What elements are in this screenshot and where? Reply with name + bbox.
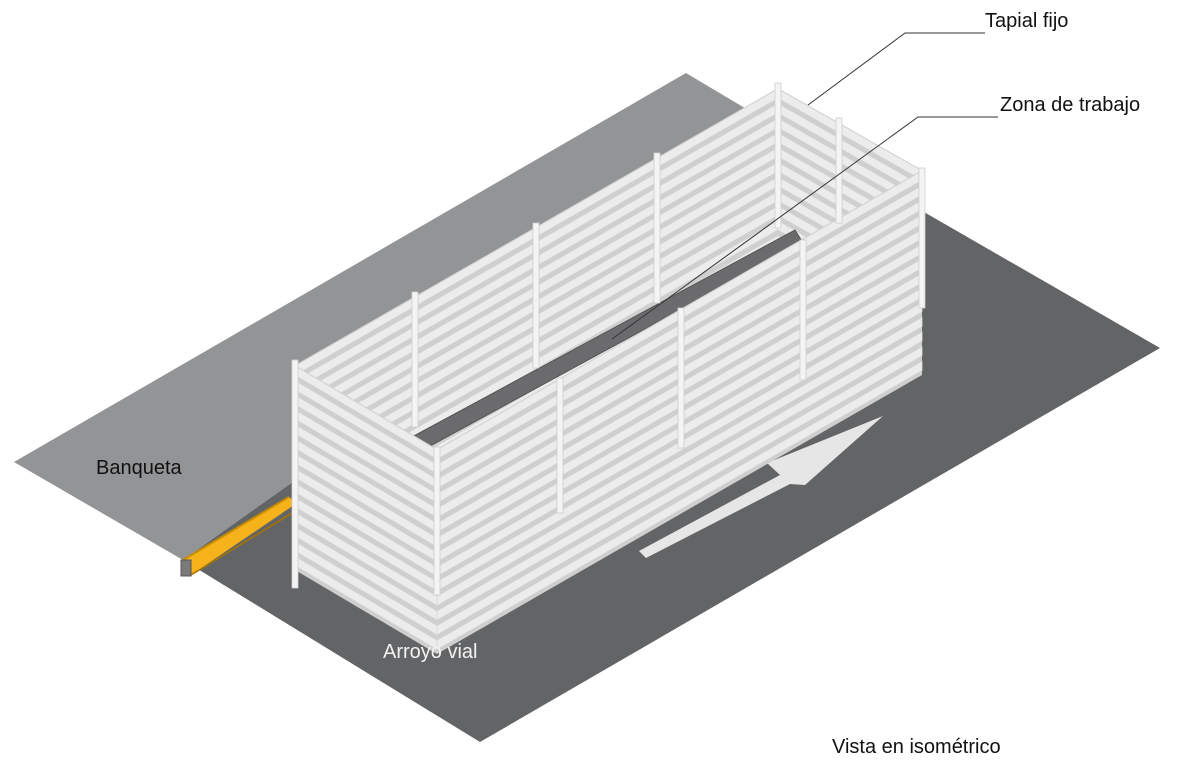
fence-post [918, 167, 926, 309]
fence-post [653, 152, 661, 304]
curb-end-cap [180, 559, 192, 577]
fence-post [799, 239, 807, 381]
fence-board [436, 316, 923, 607]
leader-line-tapial [807, 32, 985, 106]
label-zona-de-trabajo: Zona de trabajo [1000, 94, 1140, 116]
fence-board [436, 331, 923, 621]
traffic-direction-arrow-icon [639, 416, 883, 558]
fence-post [411, 291, 419, 428]
fence-left-wall [294, 365, 438, 654]
fence-post [532, 222, 540, 369]
fence-post [774, 82, 782, 229]
fence-post [835, 117, 843, 224]
fence-post [677, 307, 685, 449]
fence-post [291, 359, 299, 589]
label-vista-en-isometrico: Vista en isométrico [832, 736, 1001, 758]
label-arroyo-vial: Arroyo vial [383, 641, 477, 663]
fence-posts [291, 82, 926, 596]
curb-edge-lower [190, 509, 298, 576]
leader-line-zona [611, 116, 998, 340]
label-banqueta: Banqueta [96, 457, 183, 479]
fence-post [433, 446, 441, 596]
fence-board [436, 360, 923, 650]
curb-edge [182, 496, 290, 561]
curb [183, 497, 297, 575]
label-tapial-fijo: Tapial fijo [985, 10, 1068, 32]
fence-post [556, 377, 564, 514]
fence-board [436, 346, 923, 636]
